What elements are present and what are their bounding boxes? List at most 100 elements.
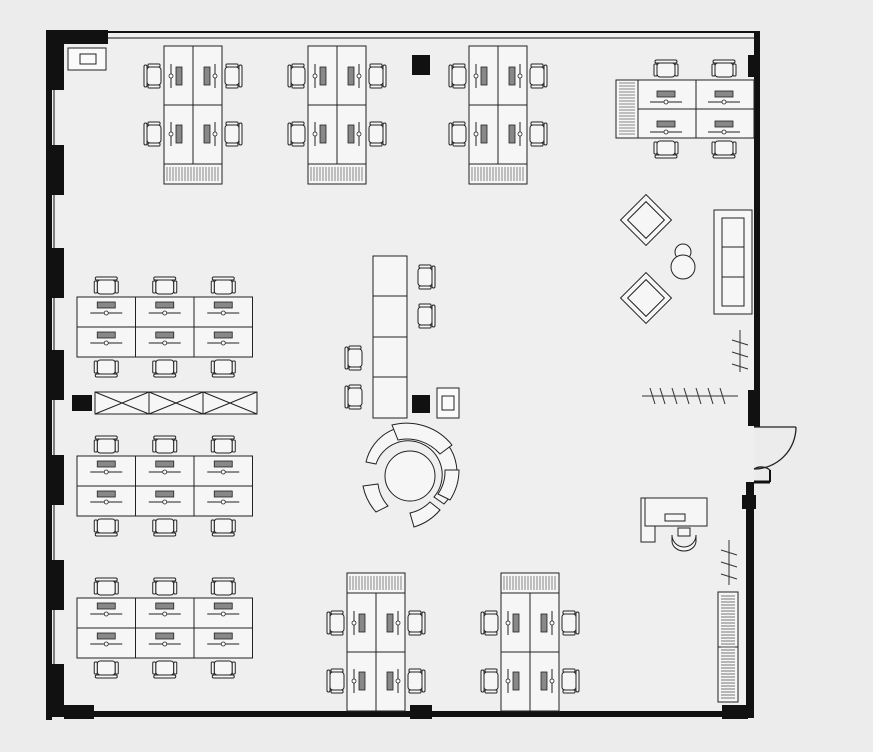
monitor-icon <box>155 602 175 610</box>
storage-cabinets <box>94 391 258 415</box>
structural-columns <box>72 55 430 413</box>
office-chair <box>407 610 426 636</box>
office-chair <box>448 63 467 89</box>
office-chair <box>417 303 436 329</box>
workstation-cluster-bottom <box>346 592 406 712</box>
office-chair <box>210 660 236 679</box>
monitor-icon <box>96 301 116 309</box>
monitor-icon <box>656 120 676 128</box>
central-bench-table <box>372 255 408 419</box>
storage-shelf <box>615 79 639 139</box>
monitor-icon <box>508 124 516 144</box>
office-chair <box>407 668 426 694</box>
furniture-layer <box>76 45 755 712</box>
office-chair <box>287 63 306 89</box>
workstation-cluster-top-right <box>637 79 755 139</box>
office-chair <box>152 359 178 378</box>
office-chair <box>143 121 162 147</box>
monitor-icon <box>175 66 183 86</box>
office-chair <box>210 435 236 454</box>
office-chair <box>93 518 119 537</box>
office-chair <box>224 121 243 147</box>
storage-shelf <box>346 572 406 594</box>
entrance-door <box>753 426 797 471</box>
office-chair <box>93 577 119 596</box>
monitor-icon <box>540 671 548 691</box>
monitor-icon <box>213 632 233 640</box>
copier-icon <box>436 387 460 419</box>
storage-shelf <box>163 163 223 185</box>
monitor-icon <box>358 671 366 691</box>
office-chair <box>417 264 436 290</box>
monitor-icon <box>155 331 175 339</box>
monitor-icon <box>213 301 233 309</box>
office-chair <box>711 140 737 159</box>
office-chair <box>344 384 363 410</box>
office-chair <box>152 660 178 679</box>
monitor-icon <box>512 613 520 633</box>
monitor-icon <box>203 124 211 144</box>
office-chair <box>210 518 236 537</box>
office-chair <box>326 668 345 694</box>
monitor-icon <box>480 124 488 144</box>
monitor-icon <box>96 331 116 339</box>
monitor-icon <box>203 66 211 86</box>
printer-icon <box>67 47 107 71</box>
monitor-icon <box>358 613 366 633</box>
office-chair <box>653 140 679 159</box>
storage-shelf <box>468 163 528 185</box>
monitor-icon <box>96 490 116 498</box>
office-chair <box>93 359 119 378</box>
office-chair <box>480 610 499 636</box>
office-chair <box>152 276 178 295</box>
office-chair <box>143 63 162 89</box>
monitor-icon <box>175 124 183 144</box>
office-chair <box>210 359 236 378</box>
office-chair <box>224 63 243 89</box>
walls <box>46 30 771 720</box>
office-chair <box>368 121 387 147</box>
reception-desk <box>640 497 708 552</box>
monitor-icon <box>213 331 233 339</box>
monitor-icon <box>656 90 676 98</box>
workstation-cluster <box>307 45 367 165</box>
monitor-icon <box>386 613 394 633</box>
office-chair <box>368 63 387 89</box>
workstation-cluster <box>468 45 528 165</box>
monitor-icon <box>155 490 175 498</box>
monitor-icon <box>213 490 233 498</box>
office-chair <box>529 121 548 147</box>
monitor-icon <box>347 66 355 86</box>
office-chair <box>529 63 548 89</box>
monitor-icon <box>213 602 233 610</box>
workstation-cluster-bottom <box>500 592 560 712</box>
workstation-cluster <box>163 45 223 165</box>
monitor-icon <box>96 632 116 640</box>
office-chair <box>152 577 178 596</box>
office-chair <box>711 59 737 78</box>
office-chair <box>152 435 178 454</box>
monitor-icon <box>155 632 175 640</box>
monitor-icon <box>319 124 327 144</box>
storage-shelf <box>500 572 560 594</box>
coat-rack <box>642 330 749 585</box>
monitor-icon <box>508 66 516 86</box>
storage-shelf <box>307 163 367 185</box>
office-chair <box>344 345 363 371</box>
office-chair <box>152 518 178 537</box>
monitor-icon <box>386 671 394 691</box>
office-chair <box>93 276 119 295</box>
monitor-icon <box>155 460 175 468</box>
monitor-icon <box>347 124 355 144</box>
monitor-icon <box>155 301 175 309</box>
round-seating <box>362 422 460 528</box>
monitor-icon <box>714 90 734 98</box>
monitor-icon <box>213 460 233 468</box>
monitor-icon <box>512 671 520 691</box>
monitor-icon <box>96 602 116 610</box>
office-chair <box>93 435 119 454</box>
monitor-icon <box>319 66 327 86</box>
office-chair <box>448 121 467 147</box>
monitor-icon <box>96 460 116 468</box>
